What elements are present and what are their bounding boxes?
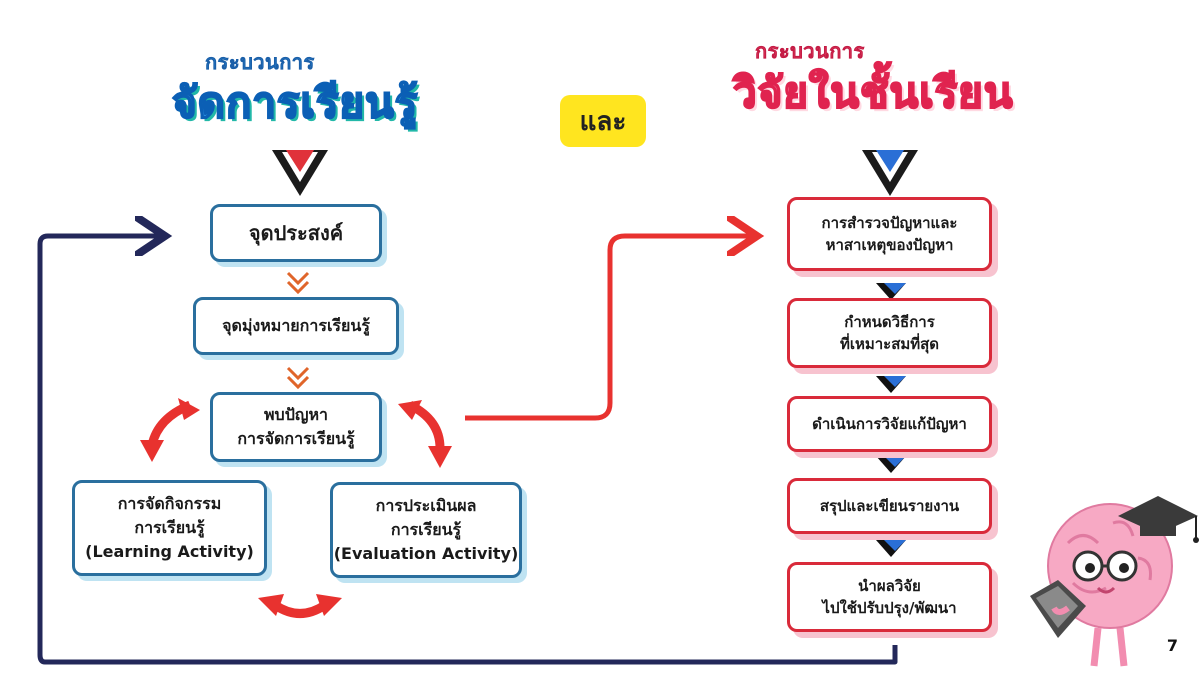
research-step-1: การสำรวจปัญหาและ หาสาเหตุของปัญหา xyxy=(787,197,992,271)
evaluation-label-2: การเรียนรู้ xyxy=(390,520,462,539)
problem-label-2: การจัดการเรียนรู้ xyxy=(237,429,355,448)
research-step-3-line-1: ดำเนินการวิจัยแก้ปัญหา xyxy=(812,414,967,433)
research-step-2-line-2: ที่เหมาะสมที่สุด xyxy=(839,335,940,353)
research-step-3: ดำเนินการวิจัยแก้ปัญหา xyxy=(787,396,992,452)
step-chevron-icon xyxy=(876,283,906,300)
evaluation-label-3: (Evaluation Activity) xyxy=(333,544,519,563)
chevron-down-red-icon xyxy=(272,150,328,196)
research-step-4-line-1: สรุปและเขียนรายงาน xyxy=(819,496,960,515)
curved-arrow-icon xyxy=(258,594,342,618)
chevron-down-blue-icon xyxy=(862,150,918,196)
step-chevron-icon xyxy=(876,376,906,393)
curved-arrow-icon xyxy=(398,400,452,468)
connector-badge: และ xyxy=(560,95,646,147)
learning-goal-label: จุดมุ่งหมายการเรียนรู้ xyxy=(222,315,370,335)
objective-label: จุดประสงค์ xyxy=(248,221,344,245)
research-step-1-line-2: หาสาเหตุของปัญหา xyxy=(825,236,954,254)
learning-activity-box: การจัดกิจกรรม การเรียนรู้ (Learning Acti… xyxy=(72,480,267,576)
research-step-2-line-1: กำหนดวิธีการ xyxy=(844,312,935,331)
left-title-main: จัดการเรียนรู้ xyxy=(171,78,419,127)
right-title-sub: กระบวนการ xyxy=(755,39,865,64)
double-chevron-icon xyxy=(286,366,310,390)
double-chevron-icon xyxy=(286,271,310,295)
research-step-1-line-1: การสำรวจปัญหาและ xyxy=(821,213,958,232)
loop-arrow xyxy=(37,236,898,665)
learning-goal-box: จุดมุ่งหมายการเรียนรู้ xyxy=(193,297,399,355)
research-step-4: สรุปและเขียนรายงาน xyxy=(787,478,992,534)
page-number: 7 xyxy=(1166,636,1178,655)
left-title-sub: กระบวนการ xyxy=(205,50,315,75)
learning-activity-label-1: การจัดกิจกรรม xyxy=(117,494,222,513)
research-step-5-line-1: นำผลวิจัย xyxy=(858,576,921,595)
evaluation-label-1: การประเมินผล xyxy=(375,496,477,515)
right-title-main: วิจัยในชั้นเรียน xyxy=(732,68,1014,117)
step-chevron-icon xyxy=(876,540,906,557)
brain-mascot-icon xyxy=(1030,496,1199,667)
research-step-5-line-2: ไปใช้ปรับปรุง/พัฒนา xyxy=(822,599,957,617)
research-step-5: นำผลวิจัย ไปใช้ปรับปรุง/พัฒนา xyxy=(787,562,992,632)
curved-arrow-icon xyxy=(140,398,200,462)
research-step-2: กำหนดวิธีการ ที่เหมาะสมที่สุด xyxy=(787,298,992,368)
learning-activity-label-2: การเรียนรู้ xyxy=(134,518,205,537)
problem-box: พบปัญหา การจัดการเรียนรู้ xyxy=(210,392,382,462)
research-link-arrow xyxy=(465,236,752,421)
learning-activity-label-3: (Learning Activity) xyxy=(85,542,254,561)
objective-box: จุดประสงค์ xyxy=(210,204,382,262)
evaluation-box: การประเมินผล การเรียนรู้ (Evaluation Act… xyxy=(330,482,522,578)
step-chevron-icon xyxy=(876,456,906,473)
problem-label-1: พบปัญหา xyxy=(263,405,329,424)
